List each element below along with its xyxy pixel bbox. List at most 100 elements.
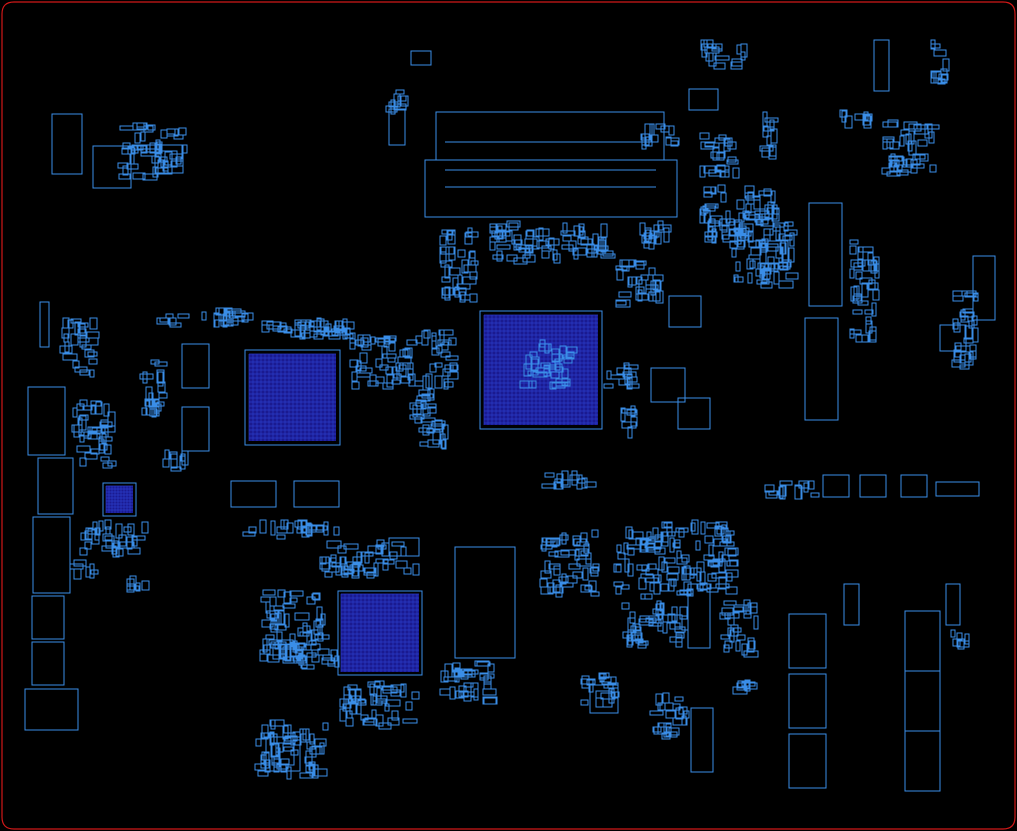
passive-component[interactable] bbox=[454, 668, 460, 683]
passive-component[interactable] bbox=[778, 257, 784, 270]
passive-component[interactable] bbox=[432, 429, 441, 445]
passive-component[interactable] bbox=[134, 132, 141, 144]
passive-component[interactable] bbox=[714, 165, 730, 173]
passive-component[interactable] bbox=[584, 481, 597, 488]
passive-component[interactable] bbox=[940, 68, 948, 84]
passive-component[interactable] bbox=[699, 582, 708, 591]
passive-component[interactable] bbox=[292, 731, 301, 746]
passive-component[interactable] bbox=[381, 685, 394, 691]
passive-component[interactable] bbox=[869, 326, 877, 341]
passive-component[interactable] bbox=[79, 457, 87, 467]
passive-component[interactable] bbox=[576, 541, 589, 547]
passive-component[interactable] bbox=[375, 358, 383, 368]
passive-component[interactable] bbox=[716, 526, 725, 535]
passive-component[interactable] bbox=[655, 693, 663, 706]
passive-component[interactable] bbox=[762, 125, 769, 138]
passive-component[interactable] bbox=[441, 276, 451, 283]
passive-component[interactable] bbox=[339, 698, 347, 708]
passive-component[interactable] bbox=[600, 223, 608, 238]
passive-component[interactable] bbox=[429, 363, 437, 373]
passive-component[interactable] bbox=[282, 646, 291, 661]
passive-component[interactable] bbox=[703, 186, 716, 194]
passive-component[interactable] bbox=[748, 254, 761, 260]
passive-component[interactable] bbox=[360, 714, 369, 721]
passive-component[interactable] bbox=[119, 125, 134, 131]
passive-component[interactable] bbox=[639, 543, 655, 551]
passive-component[interactable] bbox=[181, 144, 188, 154]
passive-component[interactable] bbox=[311, 654, 320, 663]
passive-component[interactable] bbox=[62, 353, 78, 361]
passive-component[interactable] bbox=[726, 159, 739, 165]
passive-component[interactable] bbox=[293, 643, 307, 651]
passive-component[interactable] bbox=[364, 552, 370, 564]
passive-component[interactable] bbox=[349, 332, 356, 344]
passive-component[interactable] bbox=[224, 307, 233, 317]
passive-component[interactable] bbox=[72, 360, 80, 369]
passive-component[interactable] bbox=[444, 264, 450, 279]
passive-component[interactable] bbox=[299, 631, 310, 637]
passive-component[interactable] bbox=[463, 682, 474, 688]
passive-component[interactable] bbox=[469, 250, 476, 259]
passive-component[interactable] bbox=[306, 596, 316, 605]
passive-component[interactable] bbox=[727, 627, 735, 637]
passive-component[interactable] bbox=[561, 244, 574, 250]
passive-component[interactable] bbox=[810, 492, 820, 498]
passive-component[interactable] bbox=[732, 167, 740, 179]
passive-component[interactable] bbox=[963, 337, 974, 344]
passive-component[interactable] bbox=[700, 521, 706, 535]
passive-component[interactable] bbox=[720, 634, 730, 640]
passive-component[interactable] bbox=[700, 39, 708, 51]
passive-component[interactable] bbox=[676, 590, 692, 596]
passive-component[interactable] bbox=[274, 624, 287, 631]
passive-component[interactable] bbox=[170, 160, 184, 167]
passive-component[interactable] bbox=[577, 236, 589, 245]
passive-component[interactable] bbox=[754, 210, 770, 218]
passive-component[interactable] bbox=[953, 349, 962, 363]
passive-component[interactable] bbox=[407, 368, 414, 381]
passive-component[interactable] bbox=[118, 534, 127, 547]
passive-component[interactable] bbox=[649, 710, 664, 716]
passive-component[interactable] bbox=[659, 602, 665, 612]
passive-component[interactable] bbox=[470, 682, 479, 698]
passive-component[interactable] bbox=[544, 472, 555, 478]
passive-component[interactable] bbox=[103, 403, 110, 417]
passive-component[interactable] bbox=[444, 286, 451, 301]
passive-component[interactable] bbox=[102, 533, 113, 542]
passive-component[interactable] bbox=[299, 772, 313, 779]
passive-component[interactable] bbox=[532, 236, 540, 250]
passive-component[interactable] bbox=[269, 719, 285, 727]
passive-component[interactable] bbox=[841, 110, 847, 123]
passive-component[interactable] bbox=[127, 547, 141, 555]
passive-component[interactable] bbox=[313, 333, 324, 340]
passive-component[interactable] bbox=[572, 247, 587, 256]
passive-component[interactable] bbox=[314, 768, 328, 777]
passive-component[interactable] bbox=[369, 683, 375, 696]
passive-component[interactable] bbox=[674, 696, 684, 702]
passive-component[interactable] bbox=[951, 359, 966, 368]
passive-component[interactable] bbox=[305, 765, 315, 773]
passive-component[interactable] bbox=[323, 521, 329, 536]
passive-component[interactable] bbox=[667, 566, 680, 574]
passive-component[interactable] bbox=[469, 271, 478, 280]
passive-component[interactable] bbox=[297, 654, 306, 662]
passive-component[interactable] bbox=[638, 577, 647, 590]
passive-component[interactable] bbox=[857, 300, 869, 306]
passive-component[interactable] bbox=[855, 334, 869, 343]
passive-component[interactable] bbox=[926, 124, 940, 130]
passive-component[interactable] bbox=[553, 565, 561, 576]
passive-component[interactable] bbox=[409, 414, 425, 420]
passive-component[interactable] bbox=[387, 717, 400, 726]
passive-component[interactable] bbox=[277, 589, 286, 598]
passive-component[interactable] bbox=[563, 356, 573, 364]
passive-component[interactable] bbox=[444, 381, 454, 388]
passive-component[interactable] bbox=[613, 581, 624, 587]
passive-component[interactable] bbox=[165, 313, 174, 319]
passive-component[interactable] bbox=[707, 573, 717, 582]
passive-component[interactable] bbox=[888, 155, 904, 162]
passive-component[interactable] bbox=[541, 250, 550, 259]
passive-component[interactable] bbox=[863, 115, 872, 129]
passive-component[interactable] bbox=[135, 582, 141, 592]
passive-component[interactable] bbox=[282, 725, 289, 740]
passive-component[interactable] bbox=[652, 608, 665, 615]
passive-component[interactable] bbox=[582, 567, 589, 581]
